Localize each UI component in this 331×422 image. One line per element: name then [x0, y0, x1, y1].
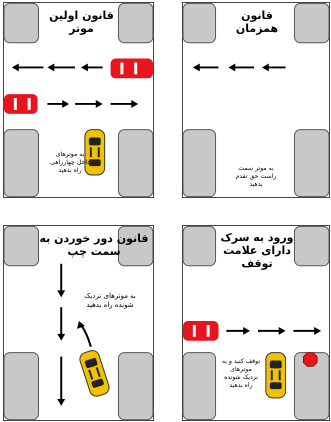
stop-sign-icon: [303, 353, 317, 367]
panel-first-car-rule: قانون اولین موتر به موترهای داخل چهارراه…: [3, 2, 154, 198]
panel-stop-sign-rule: ورود به سرک دارای علامت توقف توقف کنید و…: [182, 225, 330, 421]
road-corner: [294, 226, 329, 265]
panel-left-turn-rule: قانون دور خوردن به سمت چپ به موترهای نزد…: [3, 225, 154, 421]
rightward-traffic-arrows: [47, 100, 138, 108]
road-corner: [4, 226, 39, 265]
road-corner: [4, 3, 39, 42]
road-corner: [183, 226, 216, 265]
road-corner: [118, 130, 153, 197]
red-car: [4, 94, 38, 114]
panel-title: قانون اولین موتر: [44, 9, 119, 35]
road-corner: [294, 3, 329, 42]
panel-note: به موترهای داخل چهارراهی راه بدهید: [44, 151, 96, 175]
road-corner: [118, 353, 153, 420]
panel-note: به موتر سمت راست حق تقدم بدهید: [219, 165, 293, 189]
road-corner: [4, 353, 39, 420]
red-car: [183, 321, 219, 341]
yellow-car: [78, 349, 111, 398]
rightward-traffic-arrows: [226, 327, 321, 335]
road-corner: [118, 3, 153, 42]
road-corner: [183, 3, 216, 42]
left-turn-arrow: [77, 321, 91, 347]
yellow-car: [266, 353, 286, 398]
panel-note: توقف کنید و به موترهای نزدیک شونده راه ب…: [217, 358, 265, 390]
panel-note: به موترهای نزدیک شونده راه بدهید: [70, 292, 150, 310]
panel-simultaneous-rule: قانون همزمان به موتر سمت راست حق تقدم بد…: [182, 2, 330, 198]
leftward-traffic-arrows: [193, 64, 286, 72]
panel-title: ورود به سرک دارای علامت توقف: [217, 231, 297, 270]
road-corner: [183, 353, 216, 420]
road-corner: [294, 130, 329, 197]
leftward-traffic-arrows: [12, 63, 103, 71]
downward-traffic-arrows: [57, 264, 65, 406]
road-corner: [183, 130, 216, 197]
road-corner: [4, 130, 39, 197]
panel-title: قانون همزمان: [219, 9, 295, 35]
panel-title: قانون دور خوردن به سمت چپ: [38, 232, 150, 258]
red-car: [111, 59, 153, 79]
